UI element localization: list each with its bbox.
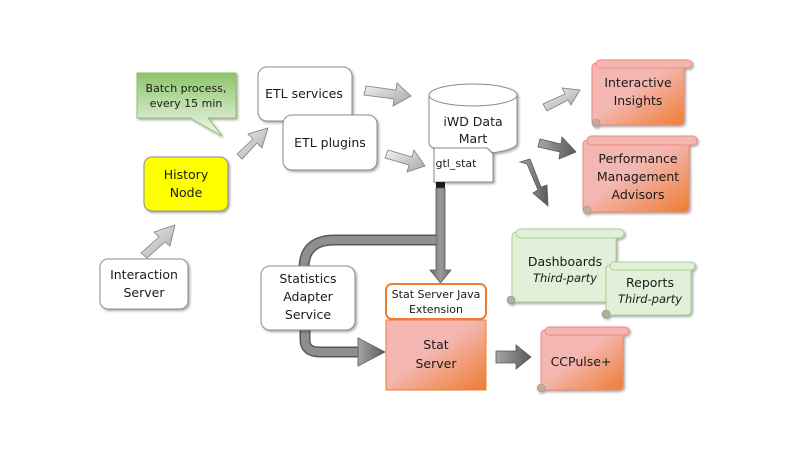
- iwd-data-mart-database[interactable]: iWD Data Mart: [428, 83, 518, 155]
- etl-plugins-label: ETL plugins: [294, 135, 366, 150]
- adapter-line-1: Statistics: [279, 271, 336, 286]
- reports-label: Reports: [626, 275, 674, 290]
- history-node-line-2: Node: [170, 185, 203, 200]
- stat-server-node[interactable]: Stat Server: [385, 319, 487, 391]
- dashboards-sub: Third-party: [533, 271, 597, 285]
- arrow-history-to-etl: [236, 127, 269, 160]
- arrow-etl-plugins-to-datamart: [384, 149, 426, 173]
- java-extension-line-1: Stat Server Java: [392, 288, 481, 301]
- pma-line-1: Performance: [598, 151, 678, 166]
- adapter-line-2: Adapter: [283, 289, 333, 304]
- interactive-insights-scroll[interactable]: Interactive Insights: [591, 59, 693, 128]
- ccpulse-scroll[interactable]: CCPulse+: [536, 326, 630, 393]
- pma-line-2: Management: [597, 169, 679, 184]
- adapter-line-3: Service: [285, 307, 332, 322]
- pma-line-3: Advisors: [612, 187, 665, 202]
- stat-server-line-2: Server: [416, 356, 458, 371]
- iwd-data-mart-line-1: iWD Data: [443, 114, 502, 129]
- batch-note-line-1: Batch process,: [146, 82, 227, 95]
- etl-plugins-node[interactable]: ETL plugins: [282, 114, 378, 171]
- interaction-server-node[interactable]: Interaction Server: [99, 258, 189, 310]
- iwd-data-mart-line-2: Mart: [459, 131, 488, 146]
- gtl-stat-label: gtl_stat: [436, 157, 478, 170]
- etl-services-label: ETL services: [265, 86, 343, 101]
- history-node-line-1: History: [164, 167, 209, 182]
- reports-scroll[interactable]: Reports Third-party: [601, 261, 696, 319]
- arrow-gtlstat-to-stat-extension: [429, 182, 452, 284]
- arrow-adapter-to-stat-server: [299, 330, 386, 367]
- interactive-insights-line-1: Interactive: [604, 75, 672, 90]
- interactive-insights-line-2: Insights: [614, 93, 663, 108]
- stat-server-java-extension-node[interactable]: Stat Server Java Extension: [385, 283, 487, 320]
- history-node[interactable]: History Node: [143, 156, 229, 212]
- arrow-etl-services-to-datamart: [363, 82, 412, 107]
- gtl-stat-table[interactable]: gtl_stat: [433, 147, 494, 183]
- interaction-server-line-2: Server: [124, 285, 166, 300]
- stat-server-line-1: Stat: [423, 337, 448, 352]
- ccpulse-label: CCPulse+: [551, 354, 612, 369]
- statistics-adapter-service-node[interactable]: Statistics Adapter Service: [260, 265, 356, 331]
- performance-management-advisors-scroll[interactable]: Performance Management Advisors: [582, 135, 698, 215]
- dashboards-scroll[interactable]: Dashboards Third-party: [506, 228, 625, 305]
- arrow-datamart-to-dashboards: [518, 158, 549, 207]
- dashboards-label: Dashboards: [528, 254, 602, 269]
- reports-sub: Third-party: [618, 292, 682, 306]
- java-extension-line-2: Extension: [409, 303, 463, 316]
- etl-services-node[interactable]: ETL services: [257, 66, 353, 122]
- interaction-server-line-1: Interaction: [110, 267, 178, 282]
- arrow-interaction-to-history: [140, 224, 176, 259]
- arrow-datamart-to-pma: [537, 136, 577, 160]
- batch-process-note: Batch process, every 15 min: [136, 72, 237, 137]
- arrow-datamart-to-interactive-insights: [542, 87, 581, 112]
- arrow-stat-server-to-ccpulse: [495, 344, 532, 370]
- batch-note-line-2: every 15 min: [150, 97, 223, 110]
